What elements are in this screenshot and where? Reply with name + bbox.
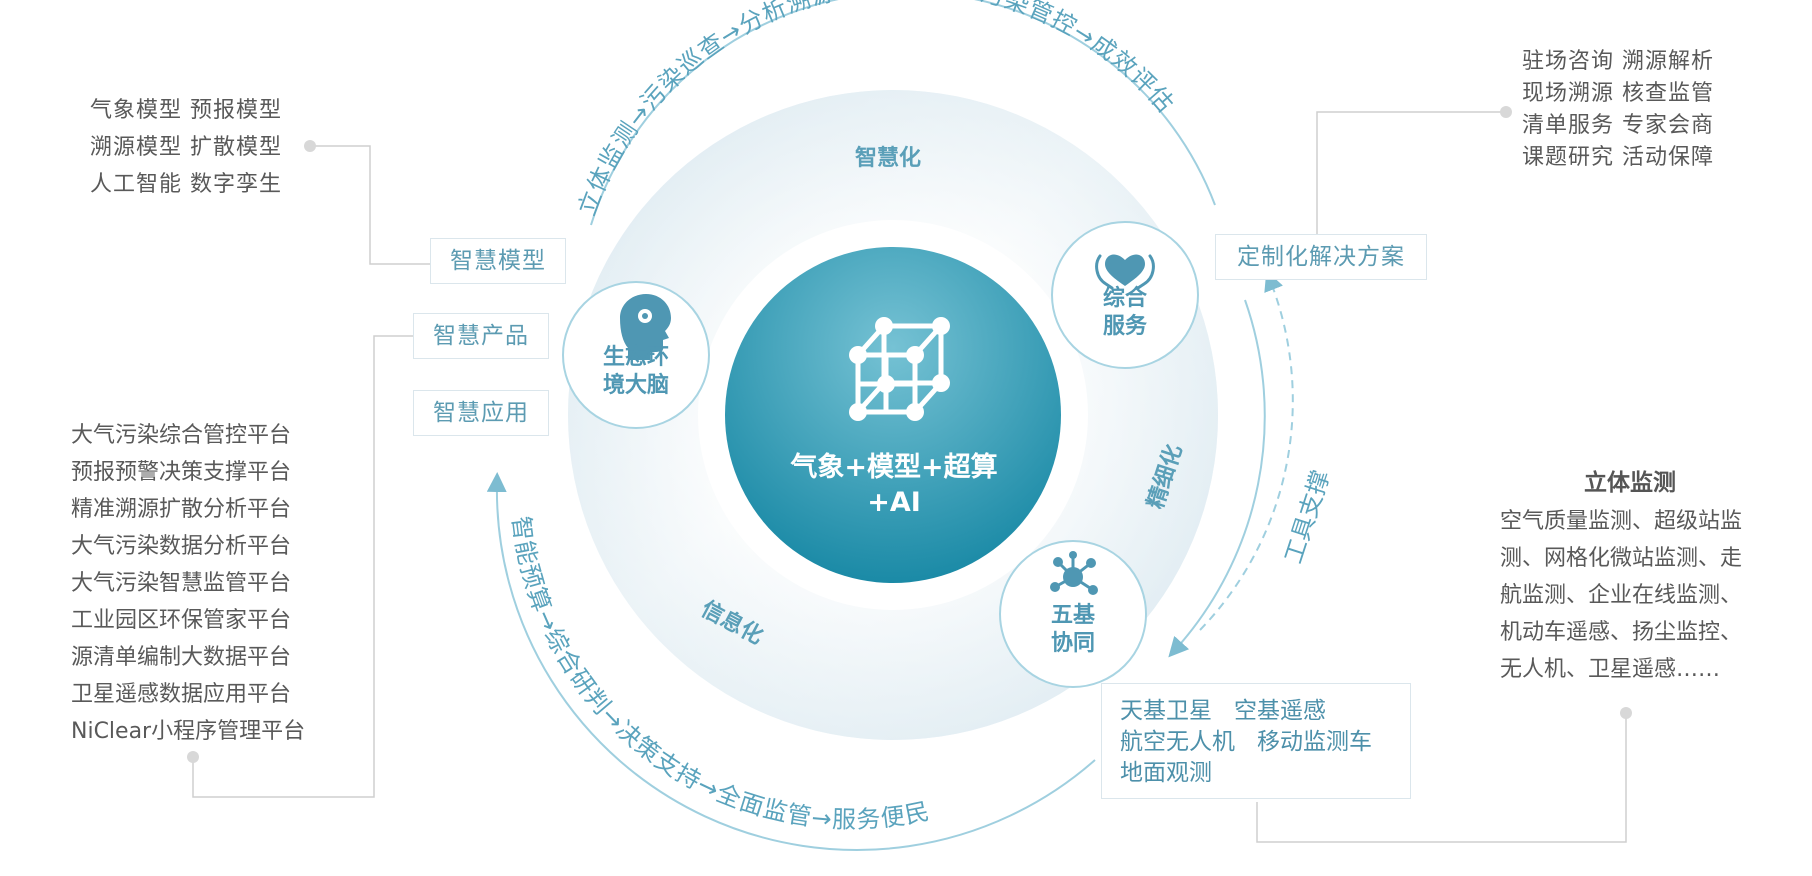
node-service-label: 综合 服务 — [1065, 285, 1185, 341]
observation-row: 航空无人机移动监测车 — [1120, 727, 1410, 758]
model-list-item: 人工智能 数字孪生 — [90, 172, 282, 197]
services-list-item: 驻场咨询 溯源解析 — [1522, 49, 1714, 74]
platform-list-item: 源清单编制大数据平台 — [71, 645, 292, 670]
observation-row: 地面观测 — [1120, 758, 1410, 789]
platform-list-item: 卫星遥感数据应用平台 — [71, 682, 292, 707]
observation-item: 空基遥感 — [1234, 698, 1326, 724]
model-list: 气象模型 预报模型 溯源模型 扩散模型 人工智能 数字孪生 — [90, 92, 282, 203]
smart-app-box: 智慧应用 — [413, 390, 549, 436]
model-list-item: 溯源模型 扩散模型 — [90, 135, 282, 160]
services-list-item: 清单服务 专家会商 — [1522, 113, 1714, 138]
node-brain-line2: 境大脑 — [602, 373, 669, 398]
node-five-circle — [999, 540, 1147, 688]
platform-list-item: 预报预警决策支撑平台 — [71, 460, 292, 485]
smart-model-box: 智慧模型 — [430, 238, 566, 284]
brain-head-icon — [620, 294, 671, 360]
center-circle — [725, 247, 1061, 583]
center-title-line1: 气象+模型+超算 — [790, 452, 998, 483]
platform-list-item: 大气污染数据分析平台 — [71, 534, 292, 559]
connector-dots — [187, 106, 1632, 763]
platform-list-item: 精准溯源扩散分析平台 — [71, 497, 292, 522]
center-title: 气象+模型+超算 +AI — [724, 450, 1064, 520]
connector-lines — [192, 111, 1627, 843]
node-brain-line1: 生态环 — [602, 345, 669, 370]
observation-item: 移动监测车 — [1257, 729, 1372, 755]
heart-hands-icon — [1095, 254, 1155, 290]
custom-solution-box: 定制化解决方案 — [1215, 234, 1427, 280]
platform-list-item: NiClear小程序管理平台 — [71, 719, 306, 744]
services-list-item: 现场溯源 核查监管 — [1522, 81, 1714, 106]
observation-item: 航空无人机 — [1120, 729, 1235, 755]
ring-label-top: 智慧化 — [855, 146, 922, 171]
node-five-line2: 协同 — [1050, 631, 1095, 656]
model-list-item: 气象模型 预报模型 — [90, 98, 282, 123]
stereo-monitoring-body: 空气质量监测、超级站监测、网格化微站监测、走航监测、企业在线监测、机动车遥感、扬… — [1500, 509, 1743, 682]
platform-list-item: 工业园区环保管家平台 — [71, 608, 292, 633]
platform-list: 大气污染综合管控平台 预报预警决策支撑平台 精准溯源扩散分析平台 大气污染数据分… — [71, 417, 305, 750]
top-arc-line — [590, 0, 1216, 226]
observation-item: 天基卫星 — [1120, 698, 1212, 724]
stereo-monitoring-title: 立体监测 — [1584, 470, 1676, 496]
right-arc-line — [1168, 299, 1266, 658]
observation-box: 天基卫星空基遥感 航空无人机移动监测车 地面观测 — [1101, 683, 1411, 799]
cube-network-icon — [849, 317, 950, 421]
observation-item: 地面观测 — [1120, 760, 1212, 786]
smart-product-box: 智慧产品 — [413, 313, 549, 359]
tool-support-dashed-arc — [1199, 270, 1294, 631]
molecule-icon — [1050, 551, 1098, 595]
node-five-line1: 五基 — [1050, 603, 1095, 628]
node-five-label: 五基 协同 — [1013, 602, 1133, 658]
center-title-line2: +AI — [867, 487, 921, 518]
observation-row: 天基卫星空基遥感 — [1120, 696, 1410, 727]
node-service-circle — [1051, 221, 1199, 369]
tool-support-label: 工具支撑 — [1279, 467, 1335, 567]
node-brain-label: 生态环 境大脑 — [576, 344, 696, 400]
services-list-item: 课题研究 活动保障 — [1522, 145, 1714, 170]
bottom-arc-line — [486, 472, 1096, 851]
platform-list-item: 大气污染综合管控平台 — [71, 423, 292, 448]
node-service-line1: 综合 — [1102, 286, 1147, 311]
services-list: 驻场咨询 溯源解析 现场溯源 核查监管 清单服务 专家会商 课题研究 活动保障 — [1522, 46, 1714, 174]
platform-list-item: 大气污染智慧监管平台 — [71, 571, 292, 596]
node-service-line2: 服务 — [1102, 314, 1147, 339]
